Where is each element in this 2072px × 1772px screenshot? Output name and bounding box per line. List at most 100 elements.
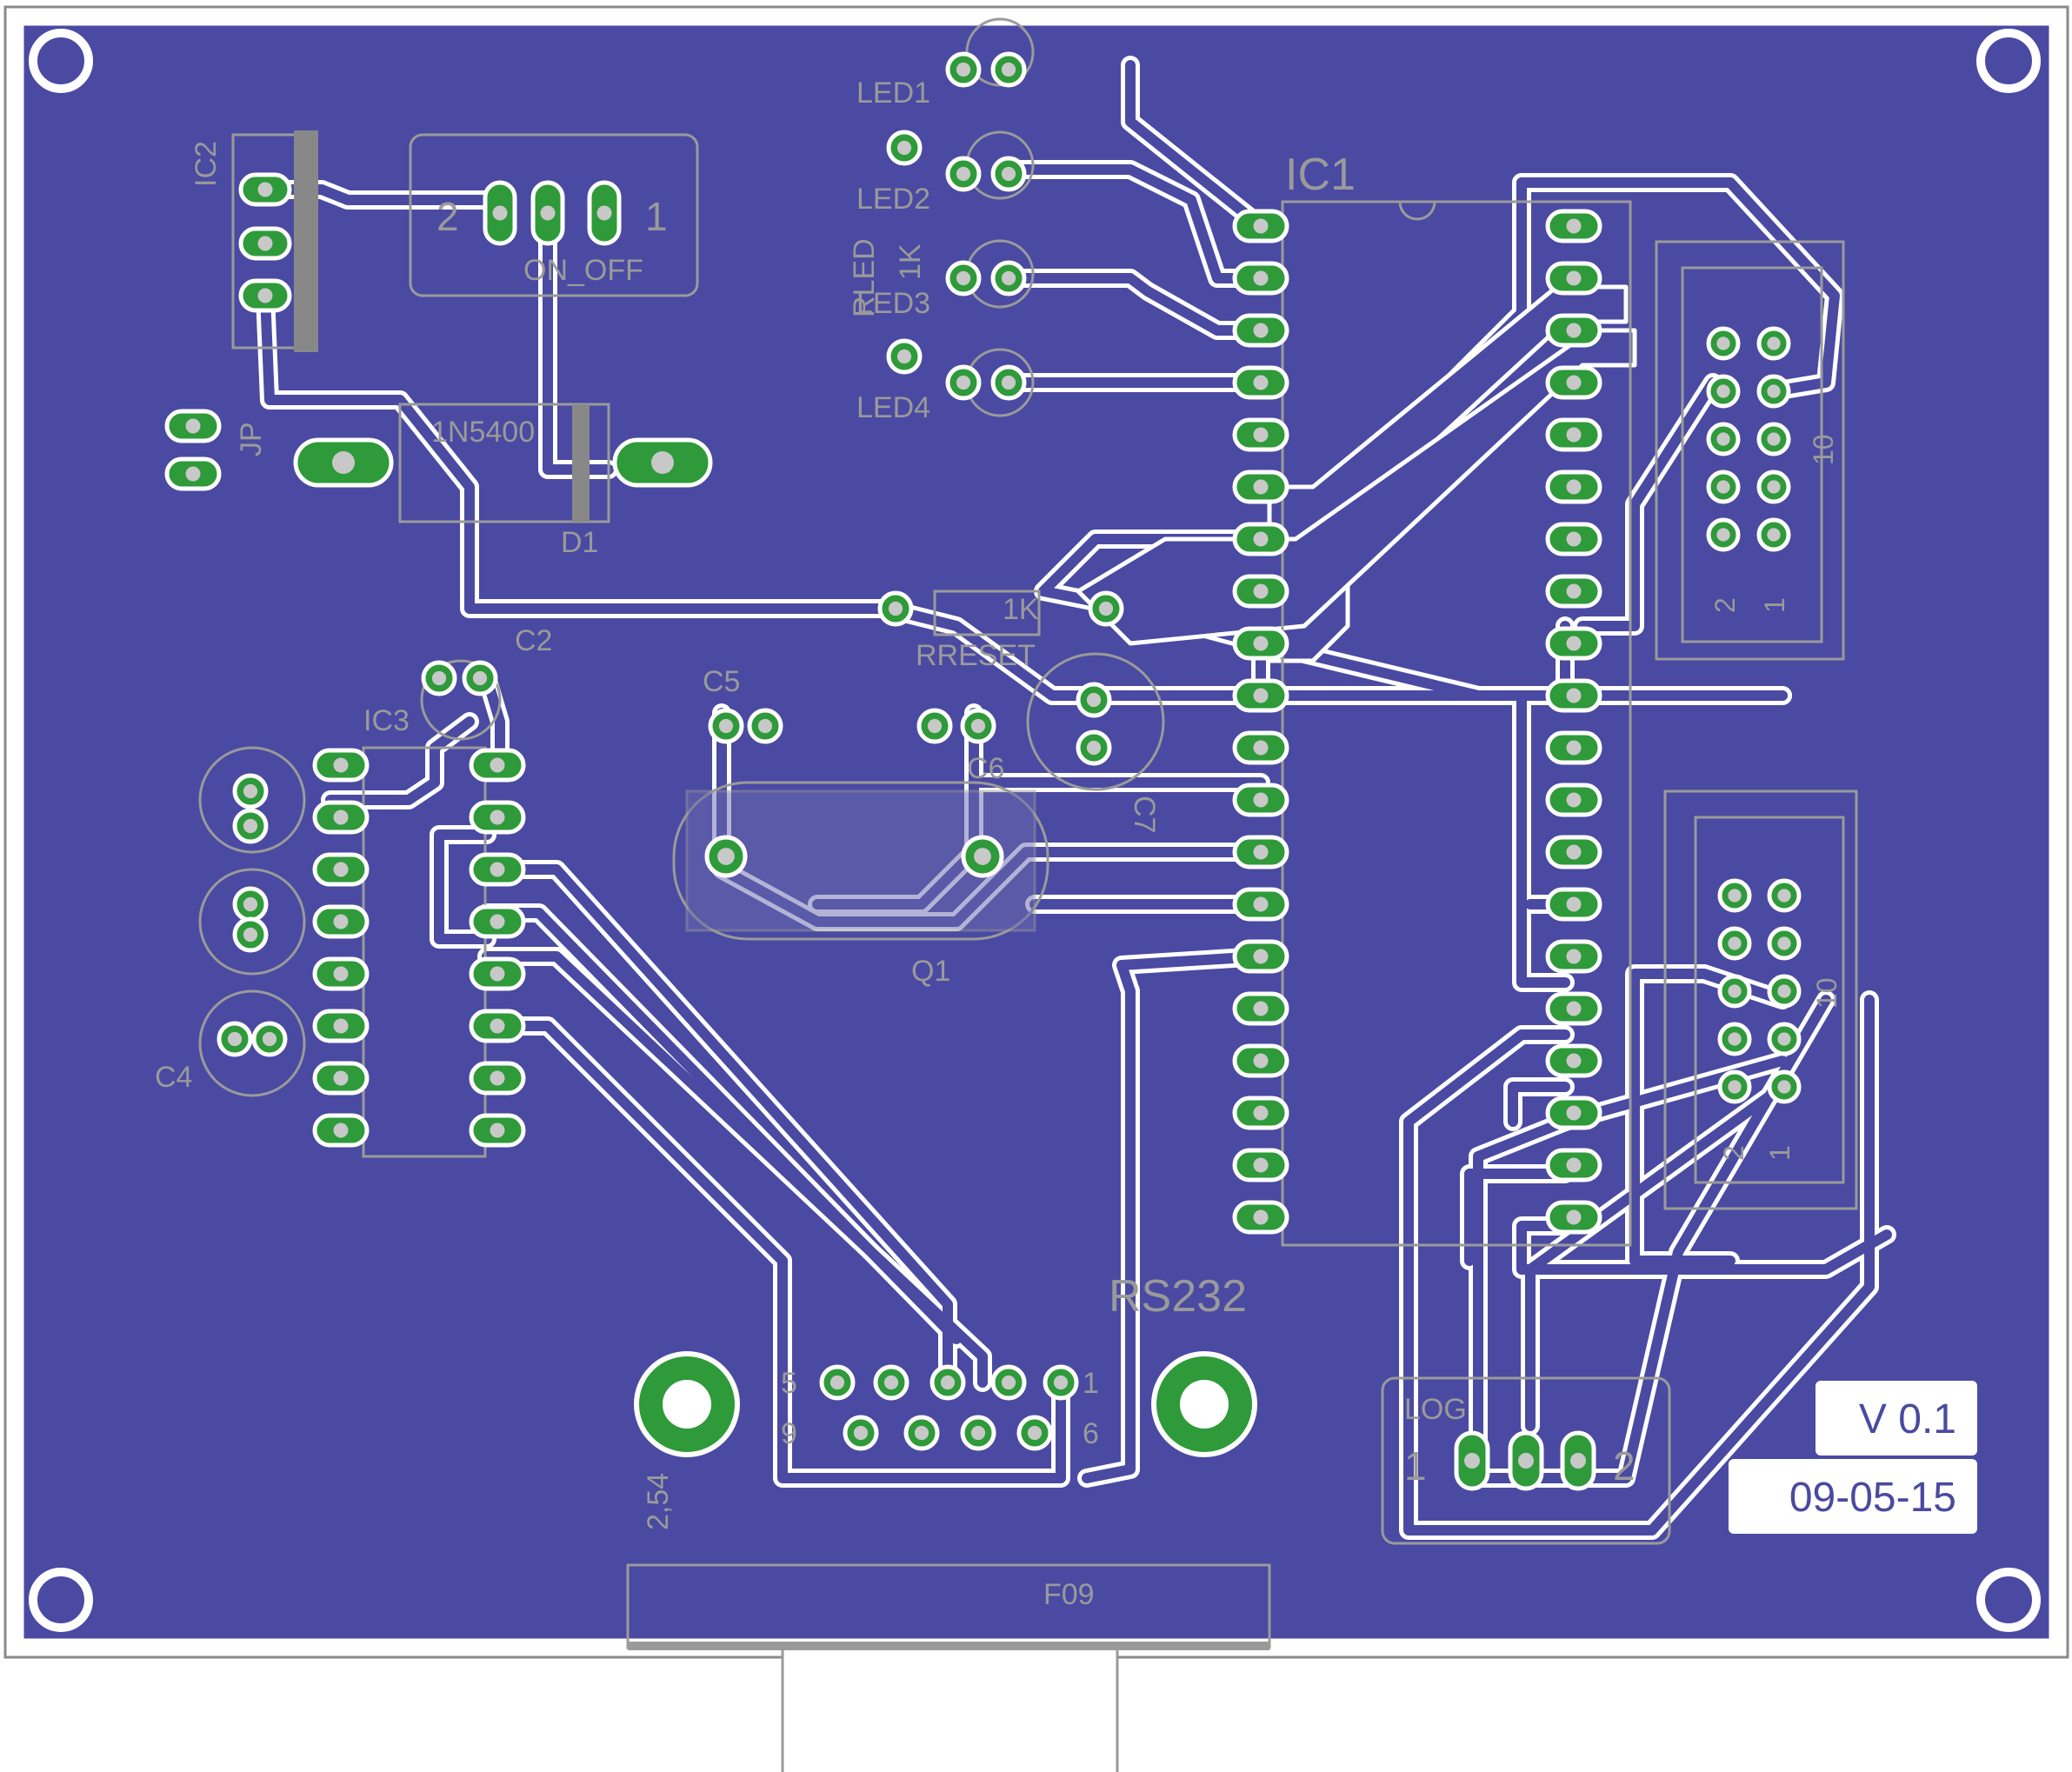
- db9-mount-drill: [663, 1380, 711, 1429]
- label-c4: C4: [155, 1061, 192, 1094]
- via-pad-drill: [888, 601, 903, 616]
- header2-pin-drill: [1728, 936, 1742, 950]
- via-pad-drill: [896, 140, 912, 156]
- header1-pin-drill: [1716, 432, 1730, 446]
- db9-top-pin-drill: [1053, 1375, 1069, 1390]
- header2-pin-drill: [1777, 936, 1791, 950]
- log-pin-drill: [1464, 1453, 1480, 1469]
- label-c5: C5: [703, 665, 740, 698]
- ic3-pin-left-drill: [333, 809, 349, 825]
- ic1-pin-right-drill: [1566, 323, 1582, 338]
- log-pin-drill: [1570, 1453, 1586, 1469]
- ic1-pin-right-drill: [1566, 218, 1582, 234]
- pads: [164, 51, 1802, 1491]
- ic3-pin-right-drill: [490, 1070, 505, 1086]
- ic3-pin-left-drill: [333, 862, 349, 877]
- ic1-pin-left-drill: [1253, 479, 1269, 495]
- d1-cathode-pad-drill: [651, 451, 674, 474]
- via-pad-drill: [243, 927, 258, 943]
- mounting-hole-bottom-left: [29, 1568, 93, 1632]
- via-pad-drill: [227, 1031, 243, 1047]
- via-pad-drill: [1001, 166, 1016, 182]
- board-info: V 0.1 09-05-15: [1729, 1381, 1977, 1534]
- via-pad-drill: [896, 349, 912, 364]
- switch-pin-drill: [540, 205, 556, 221]
- header2-pin-drill: [1777, 889, 1791, 903]
- ic1-pin-right-drill: [1566, 740, 1582, 756]
- label-ic2: IC2: [190, 141, 223, 187]
- header1-pin-drill: [1716, 528, 1730, 542]
- header1-pin-drill: [1767, 480, 1781, 494]
- via-pad-drill: [956, 270, 971, 286]
- header2-pin-drill: [1777, 1032, 1791, 1046]
- ic1-pin-right-drill: [1566, 896, 1582, 912]
- label-q1: Q1: [911, 955, 950, 988]
- via-pad-drill: [970, 718, 986, 734]
- ic1-pin-left-drill: [1253, 1157, 1269, 1173]
- label-hdr2-pin2: 2: [1718, 1145, 1749, 1161]
- ic1-pin-left-drill: [1253, 1105, 1269, 1121]
- label-hdr-pin1: 1: [1759, 597, 1790, 613]
- label-jp: JP: [235, 422, 268, 456]
- ic3-pin-right-drill: [490, 809, 505, 825]
- via-pad-drill: [472, 670, 488, 686]
- traces: [256, 56, 1896, 1540]
- label-db9-pin5: 5: [781, 1367, 797, 1400]
- ic1-pin-right-drill: [1566, 1105, 1582, 1121]
- ic1-pin-left-drill: [1253, 218, 1269, 234]
- ic1-pin-right-drill: [1566, 479, 1582, 495]
- switch-pin-drill: [596, 205, 612, 221]
- via-pad-drill: [1001, 270, 1016, 286]
- d1-cathode-bar: [572, 404, 590, 522]
- header2-pin-drill: [1728, 984, 1742, 998]
- db9-mount-drill: [1180, 1380, 1229, 1429]
- header2-pin-drill: [1777, 984, 1791, 998]
- ic1-pin-right-drill: [1566, 1001, 1582, 1016]
- label-switch-pin1: 1: [645, 194, 668, 239]
- label-ic3: IC3: [363, 704, 410, 737]
- label-led1: LED1: [856, 77, 930, 110]
- db9-bottom-pin-drill: [853, 1425, 869, 1441]
- ic3-pin-right-drill: [490, 862, 505, 877]
- via-pad-drill: [927, 718, 943, 734]
- label-rreset: RRESET: [916, 639, 1036, 672]
- ic1-pin-right-drill: [1566, 531, 1582, 547]
- label-log-pin1: 1: [1404, 1443, 1427, 1489]
- ic1-pin-left-drill: [1253, 323, 1269, 338]
- header1-pin-drill: [1716, 480, 1730, 494]
- mounting-hole-top-left: [29, 29, 93, 93]
- via-pad-drill: [718, 718, 734, 734]
- ic1-pin-left-drill: [1253, 427, 1269, 443]
- switch-pin-drill: [492, 205, 508, 221]
- label-c2: C2: [515, 624, 552, 657]
- via-pad-drill: [1001, 62, 1016, 77]
- label-db9-pin6: 6: [1083, 1417, 1099, 1450]
- db9-housing: [781, 1646, 1119, 1772]
- mounting-holes: [29, 29, 2041, 1632]
- via-pad-drill: [243, 783, 258, 799]
- via-pad-drill: [243, 818, 258, 834]
- header2-pin-drill: [1728, 1032, 1742, 1046]
- label-db9-pin1: 1: [1083, 1367, 1099, 1400]
- ic3-pin-left-drill: [333, 1018, 349, 1034]
- label-hdr-pin2: 2: [1709, 597, 1741, 613]
- label-log-pin2: 2: [1613, 1443, 1636, 1489]
- ic3-pin-left-drill: [333, 914, 349, 929]
- db9-bottom-pin-drill: [914, 1425, 929, 1441]
- ic1-pin-left-drill: [1253, 1209, 1269, 1225]
- via-pad-drill: [1086, 740, 1102, 756]
- label-hdr2-pin1: 1: [1764, 1145, 1796, 1161]
- label-led2: LED2: [856, 183, 930, 216]
- label-rled: RLED: [848, 238, 881, 317]
- header1-pin-drill: [1716, 336, 1730, 350]
- version-box: [1815, 1381, 1977, 1456]
- label-db9-pin9: 9: [781, 1417, 797, 1450]
- silk-labels: IC1 IC2 IC3 C2 C4 C5 C6 C7 Q1 D1 1N5400 …: [155, 77, 1842, 1611]
- label-hdr2-pin10: 10: [1811, 977, 1842, 1009]
- ic3-pin-left-drill: [333, 757, 349, 773]
- date-text: 09-05-15: [1789, 1475, 1956, 1521]
- db9-top-pin-drill: [883, 1375, 899, 1390]
- ic3-pin-right-drill: [490, 1018, 505, 1034]
- via-pad-drill: [956, 62, 971, 77]
